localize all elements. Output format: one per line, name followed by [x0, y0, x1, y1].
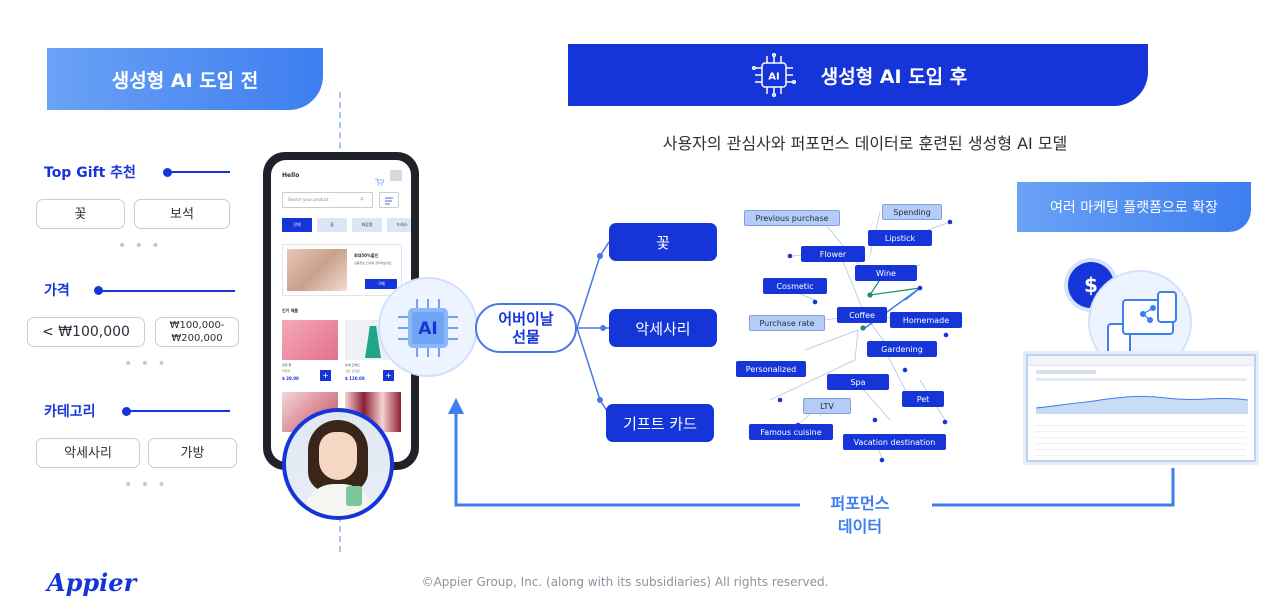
product-dress-price: $ 120.00 — [345, 376, 365, 381]
avatar — [282, 408, 394, 520]
tag-spa: Spa — [827, 374, 889, 390]
section-dot — [163, 168, 172, 177]
appier-logo: Appier — [47, 568, 137, 597]
banner-subtitle: 상품정보 안내를 클릭해보세요 — [354, 261, 392, 265]
phone-banner[interactable]: 최대50%할인 상품정보 안내를 클릭해보세요 구매 — [282, 244, 402, 296]
banner-buy-button[interactable]: 구매 — [365, 279, 397, 289]
tag-flower: Flower — [801, 246, 865, 262]
ai-chip-label: AI — [768, 72, 779, 83]
copyright-text: ©Appier Group, Inc. (along with its subs… — [421, 575, 829, 589]
pill-bag[interactable]: 가방 — [148, 438, 237, 468]
section-dot — [94, 286, 103, 295]
category-flower[interactable]: 꽃 — [609, 223, 717, 261]
tag-personalized: Personalized — [736, 361, 806, 377]
ai-chip-icon: AI — [749, 50, 799, 100]
section-line — [99, 290, 235, 292]
filter-icon[interactable] — [379, 192, 399, 208]
banner-image — [287, 249, 347, 291]
section-title-top-gift: Top Gift 추천 — [44, 165, 136, 181]
pill-jewelry[interactable]: 보석 — [134, 199, 230, 229]
product-dress-name: 녹색 드레스 — [345, 363, 360, 367]
tag-vacation-destination: Vacation destination — [843, 434, 946, 450]
after-header-label: 생성형 AI 도입 후 — [820, 65, 968, 88]
category-accessory[interactable]: 악세사리 — [609, 309, 717, 347]
subtitle: 사용자의 관심사와 퍼포먼스 데이터로 훈련된 생성형 AI 모델 — [662, 134, 1068, 153]
tag-famous-cuisine: Famous cuisine — [749, 424, 833, 440]
more-dots: • • • — [124, 477, 168, 493]
section-line — [127, 410, 230, 412]
tag-cosmetic: Cosmetic — [763, 278, 827, 294]
phone-tab-all[interactable]: 전체 — [282, 218, 312, 232]
tag-spending: Spending — [882, 204, 942, 220]
tag-wine: Wine — [855, 265, 917, 281]
ai-chip-large-icon: AI — [394, 295, 462, 361]
tag-gardening: Gardening — [867, 341, 937, 357]
more-dots: • • • — [118, 238, 162, 254]
gift-node-label: 어버이날 선물 — [498, 310, 554, 346]
category-gift-card[interactable]: 기프트 카드 — [606, 404, 714, 442]
tag-ltv: LTV — [803, 398, 851, 414]
banner-title: 최대50%할인 — [354, 253, 379, 258]
product-rose-name: 장미 꽃 — [282, 363, 292, 367]
ai-large-label: AI — [418, 319, 437, 339]
performance-data-label: 퍼포먼스 데이터 — [830, 494, 890, 536]
before-header: 생성형 AI 도입 전 — [47, 48, 323, 110]
product-rose-sub: 러블리 — [282, 369, 291, 373]
tag-coffee: Coffee — [837, 307, 887, 323]
cart-icon[interactable] — [375, 171, 385, 186]
search-placeholder: Search your product — [288, 197, 329, 202]
search-icon: ⌕ — [360, 195, 364, 203]
after-header: AI 생성형 AI 도입 후 — [568, 44, 1148, 106]
dashboard-screenshot — [1026, 354, 1256, 462]
gift-node: 어버이날 선물 — [475, 303, 577, 353]
product-rose-price: $ 28.00 — [282, 376, 299, 381]
pill-price-100k-200k[interactable]: ₩100,000- ₩200,000 — [155, 317, 239, 347]
product-rose-image[interactable] — [282, 320, 338, 360]
product-dress-sub: 귀요 귀요운 — [345, 369, 360, 373]
add-rose-button[interactable]: + — [320, 370, 331, 381]
phone-tab-dress[interactable]: 드레스 — [387, 218, 411, 232]
section-dot — [122, 407, 131, 416]
tag-previous-purchase: Previous purchase — [744, 210, 840, 226]
phone-tab-flower[interactable]: 꽃 — [317, 218, 347, 232]
pill-accessory[interactable]: 악세사리 — [36, 438, 140, 468]
section-title-price: 가격 — [44, 283, 70, 299]
tag-lipstick: Lipstick — [868, 230, 932, 246]
phone-tab-cosmetics[interactable]: 화장품 — [352, 218, 382, 232]
phone-hello: Hello — [282, 172, 300, 179]
section-title-category: 카테고리 — [44, 404, 96, 420]
more-dots: • • • — [124, 356, 168, 372]
add-dress-button[interactable]: + — [383, 370, 394, 381]
tag-pet: Pet — [902, 391, 944, 407]
phone-search-input[interactable]: Search your product ⌕ — [282, 192, 373, 208]
tag-purchase-rate: Purchase rate — [749, 315, 825, 331]
marketing-platforms-banner: 여러 마케팅 플랫폼으로 확장 — [1017, 182, 1251, 232]
section-line — [168, 171, 230, 173]
pill-flower[interactable]: 꽃 — [36, 199, 125, 229]
marketing-label: 여러 마케팅 플랫폼으로 확장 — [1050, 200, 1218, 216]
phone-section-title: 인기 제품 — [282, 308, 299, 313]
pill-price-under-100k[interactable]: < ₩100,000 — [27, 317, 145, 347]
before-header-label: 생성형 AI 도입 전 — [111, 69, 259, 92]
profile-thumb[interactable] — [390, 170, 402, 181]
tag-homemade: Homemade — [890, 312, 962, 328]
